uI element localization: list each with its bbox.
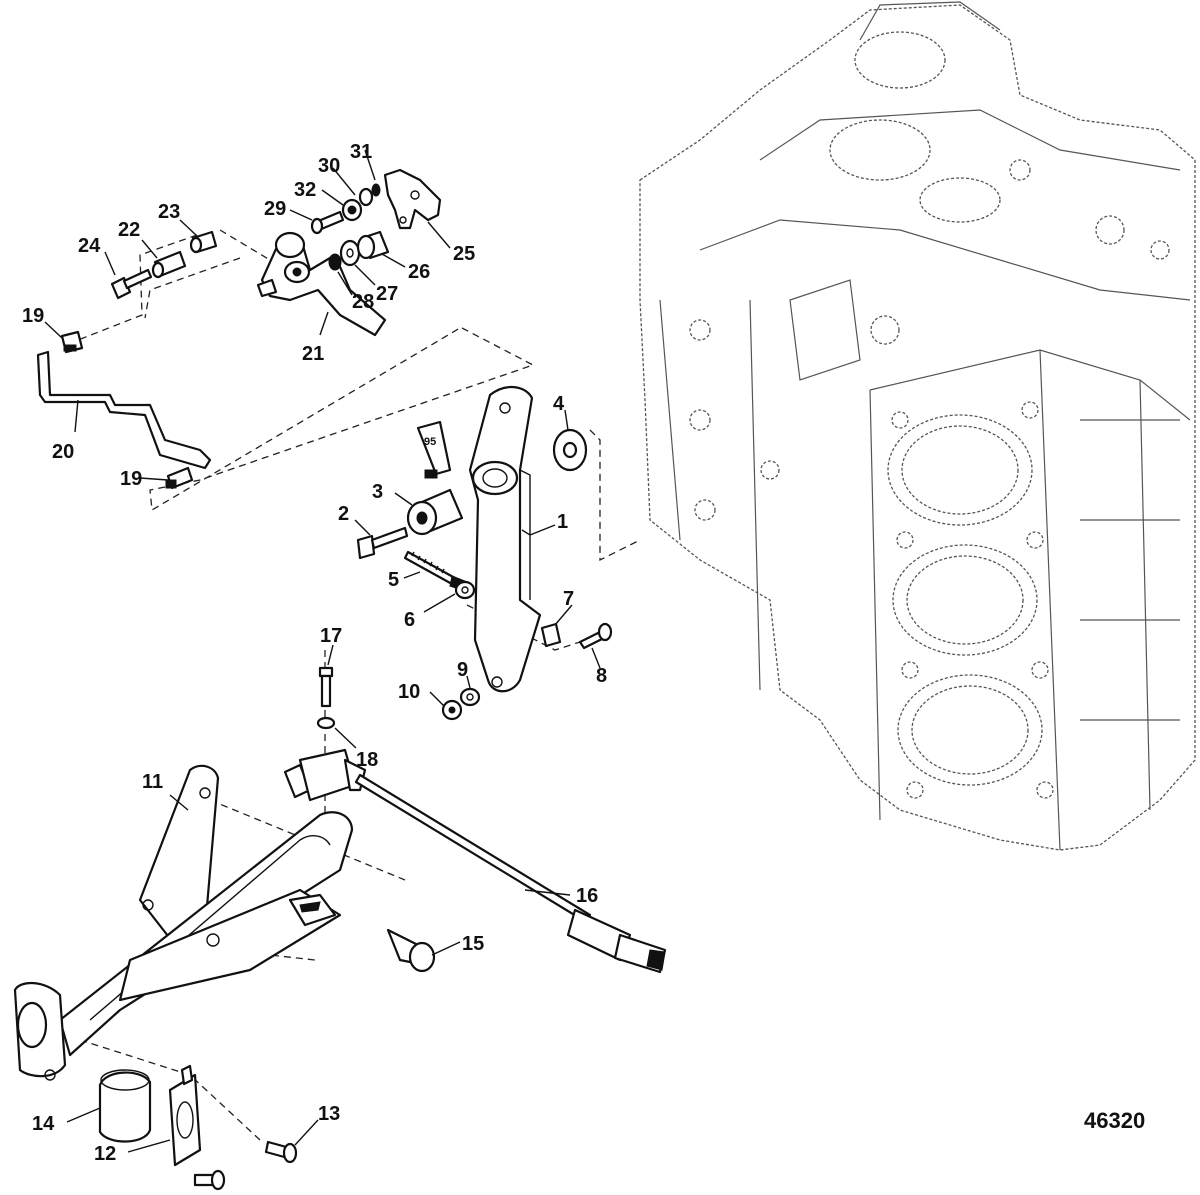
part-bushing xyxy=(406,488,464,536)
part-spacer-32 xyxy=(341,198,363,222)
callouts: 1 2 3 4 5 6 7 8 9 10 11 12 13 14 15 16 1… xyxy=(22,141,607,1165)
callout-25: 25 xyxy=(453,243,475,265)
lubricant-tube: 95 xyxy=(416,420,452,479)
assembly-lines xyxy=(77,229,641,1141)
part-screw-12b xyxy=(193,1169,226,1191)
figure-number: 46320 xyxy=(1084,1108,1145,1133)
callout-11: 11 xyxy=(142,771,163,793)
callout-32: 32 xyxy=(294,179,316,201)
callout-12: 12 xyxy=(94,1143,116,1165)
callout-1: 1 xyxy=(557,511,568,533)
part-bolt-2 xyxy=(356,526,409,560)
callout-31: 31 xyxy=(350,141,372,163)
part-spacer-22 xyxy=(151,250,187,279)
part-bracket-11 xyxy=(13,764,354,1081)
part-clamp-12 xyxy=(168,1064,202,1167)
part-washer-27 xyxy=(339,239,361,267)
callout-24: 24 xyxy=(78,235,101,257)
callout-20: 20 xyxy=(52,441,74,463)
callout-29: 29 xyxy=(264,198,286,220)
part-ball-joint-19a xyxy=(60,330,84,354)
callout-28: 28 xyxy=(352,291,374,313)
callout-21: 21 xyxy=(302,343,324,365)
callout-16: 16 xyxy=(576,885,598,907)
part-bushing-23 xyxy=(189,230,218,254)
part-sleeve-14 xyxy=(98,1069,152,1143)
callout-3: 3 xyxy=(372,481,383,503)
callout-10: 10 xyxy=(398,681,420,703)
part-washer-4 xyxy=(552,428,588,472)
part-washer-18 xyxy=(316,716,336,730)
part-sensor-harness-16 xyxy=(283,748,667,974)
callout-27: 27 xyxy=(376,283,398,305)
part-spacer-7 xyxy=(540,622,562,648)
callout-5: 5 xyxy=(388,569,399,591)
callout-18: 18 xyxy=(356,749,378,771)
part-screw-29 xyxy=(310,210,345,235)
part-bolt-17 xyxy=(318,666,334,708)
part-lever-arm xyxy=(468,386,542,693)
callout-6: 6 xyxy=(404,609,415,631)
part-screw-13 xyxy=(264,1140,298,1164)
callout-22: 22 xyxy=(118,219,140,241)
part-nut-6 xyxy=(454,580,476,600)
part-washer-28 xyxy=(328,253,342,271)
part-clip-31 xyxy=(371,183,381,197)
part-nut-10 xyxy=(441,699,463,721)
callout-19a: 19 xyxy=(22,305,44,327)
callout-9: 9 xyxy=(457,659,468,681)
part-washer-30 xyxy=(358,187,374,207)
part-throttle-arm-21 xyxy=(256,231,387,337)
callout-4: 4 xyxy=(553,393,565,415)
callout-15: 15 xyxy=(462,933,484,955)
part-screw-24 xyxy=(110,268,153,300)
callout-2: 2 xyxy=(338,503,349,525)
callout-26: 26 xyxy=(408,261,430,283)
part-bushing-26 xyxy=(356,230,390,260)
part-ball-joint-19b xyxy=(165,466,194,490)
callout-8: 8 xyxy=(596,665,607,687)
leader-lines xyxy=(44,149,601,1153)
lubricant-tube-label: 95 xyxy=(424,436,436,448)
callout-17: 17 xyxy=(320,625,342,647)
callout-19b: 19 xyxy=(120,468,142,490)
part-bolt-15 xyxy=(386,928,436,973)
part-screw-8 xyxy=(578,622,613,650)
part-washer-9 xyxy=(459,687,481,707)
callout-7: 7 xyxy=(563,588,574,610)
callout-30: 30 xyxy=(318,155,340,177)
part-link-rod-20 xyxy=(36,350,212,470)
callout-13: 13 xyxy=(318,1103,340,1125)
callout-23: 23 xyxy=(158,201,180,223)
callout-14: 14 xyxy=(32,1113,55,1135)
engine-block xyxy=(639,1,1196,851)
part-cam-arm-25 xyxy=(383,168,442,230)
